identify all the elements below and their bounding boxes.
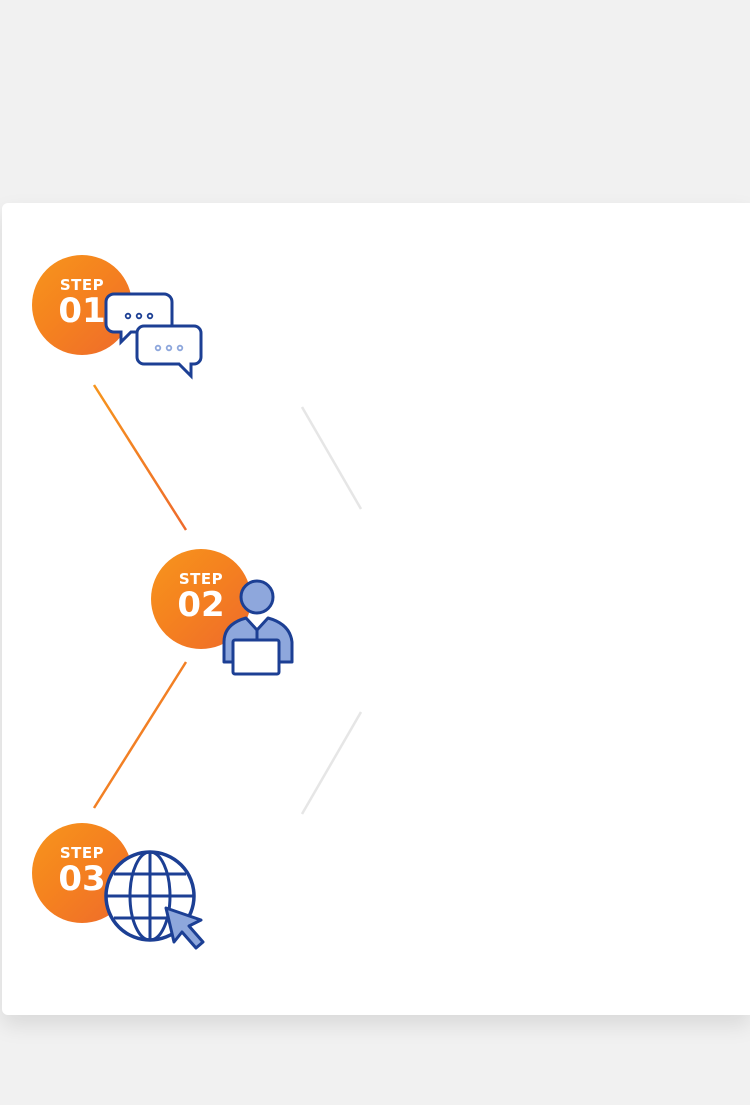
step-number: 03 xyxy=(58,859,106,899)
chat-bubbles-icon xyxy=(104,292,203,380)
step-label: STEP xyxy=(178,570,224,588)
step-label: STEP xyxy=(59,844,105,862)
faint-connector-lower xyxy=(300,711,363,815)
step-label: STEP xyxy=(59,276,105,294)
globe-cursor-icon xyxy=(104,850,205,950)
step-01-badge: STEP 01 xyxy=(32,255,132,355)
person-laptop-icon xyxy=(222,579,294,676)
step-number: 01 xyxy=(58,291,106,331)
connector-line-1-2 xyxy=(92,384,188,531)
faint-connector-upper xyxy=(300,406,363,510)
connector-line-2-3 xyxy=(92,661,188,809)
step-02-badge: STEP 02 xyxy=(151,549,251,649)
step-number: 02 xyxy=(177,585,225,625)
